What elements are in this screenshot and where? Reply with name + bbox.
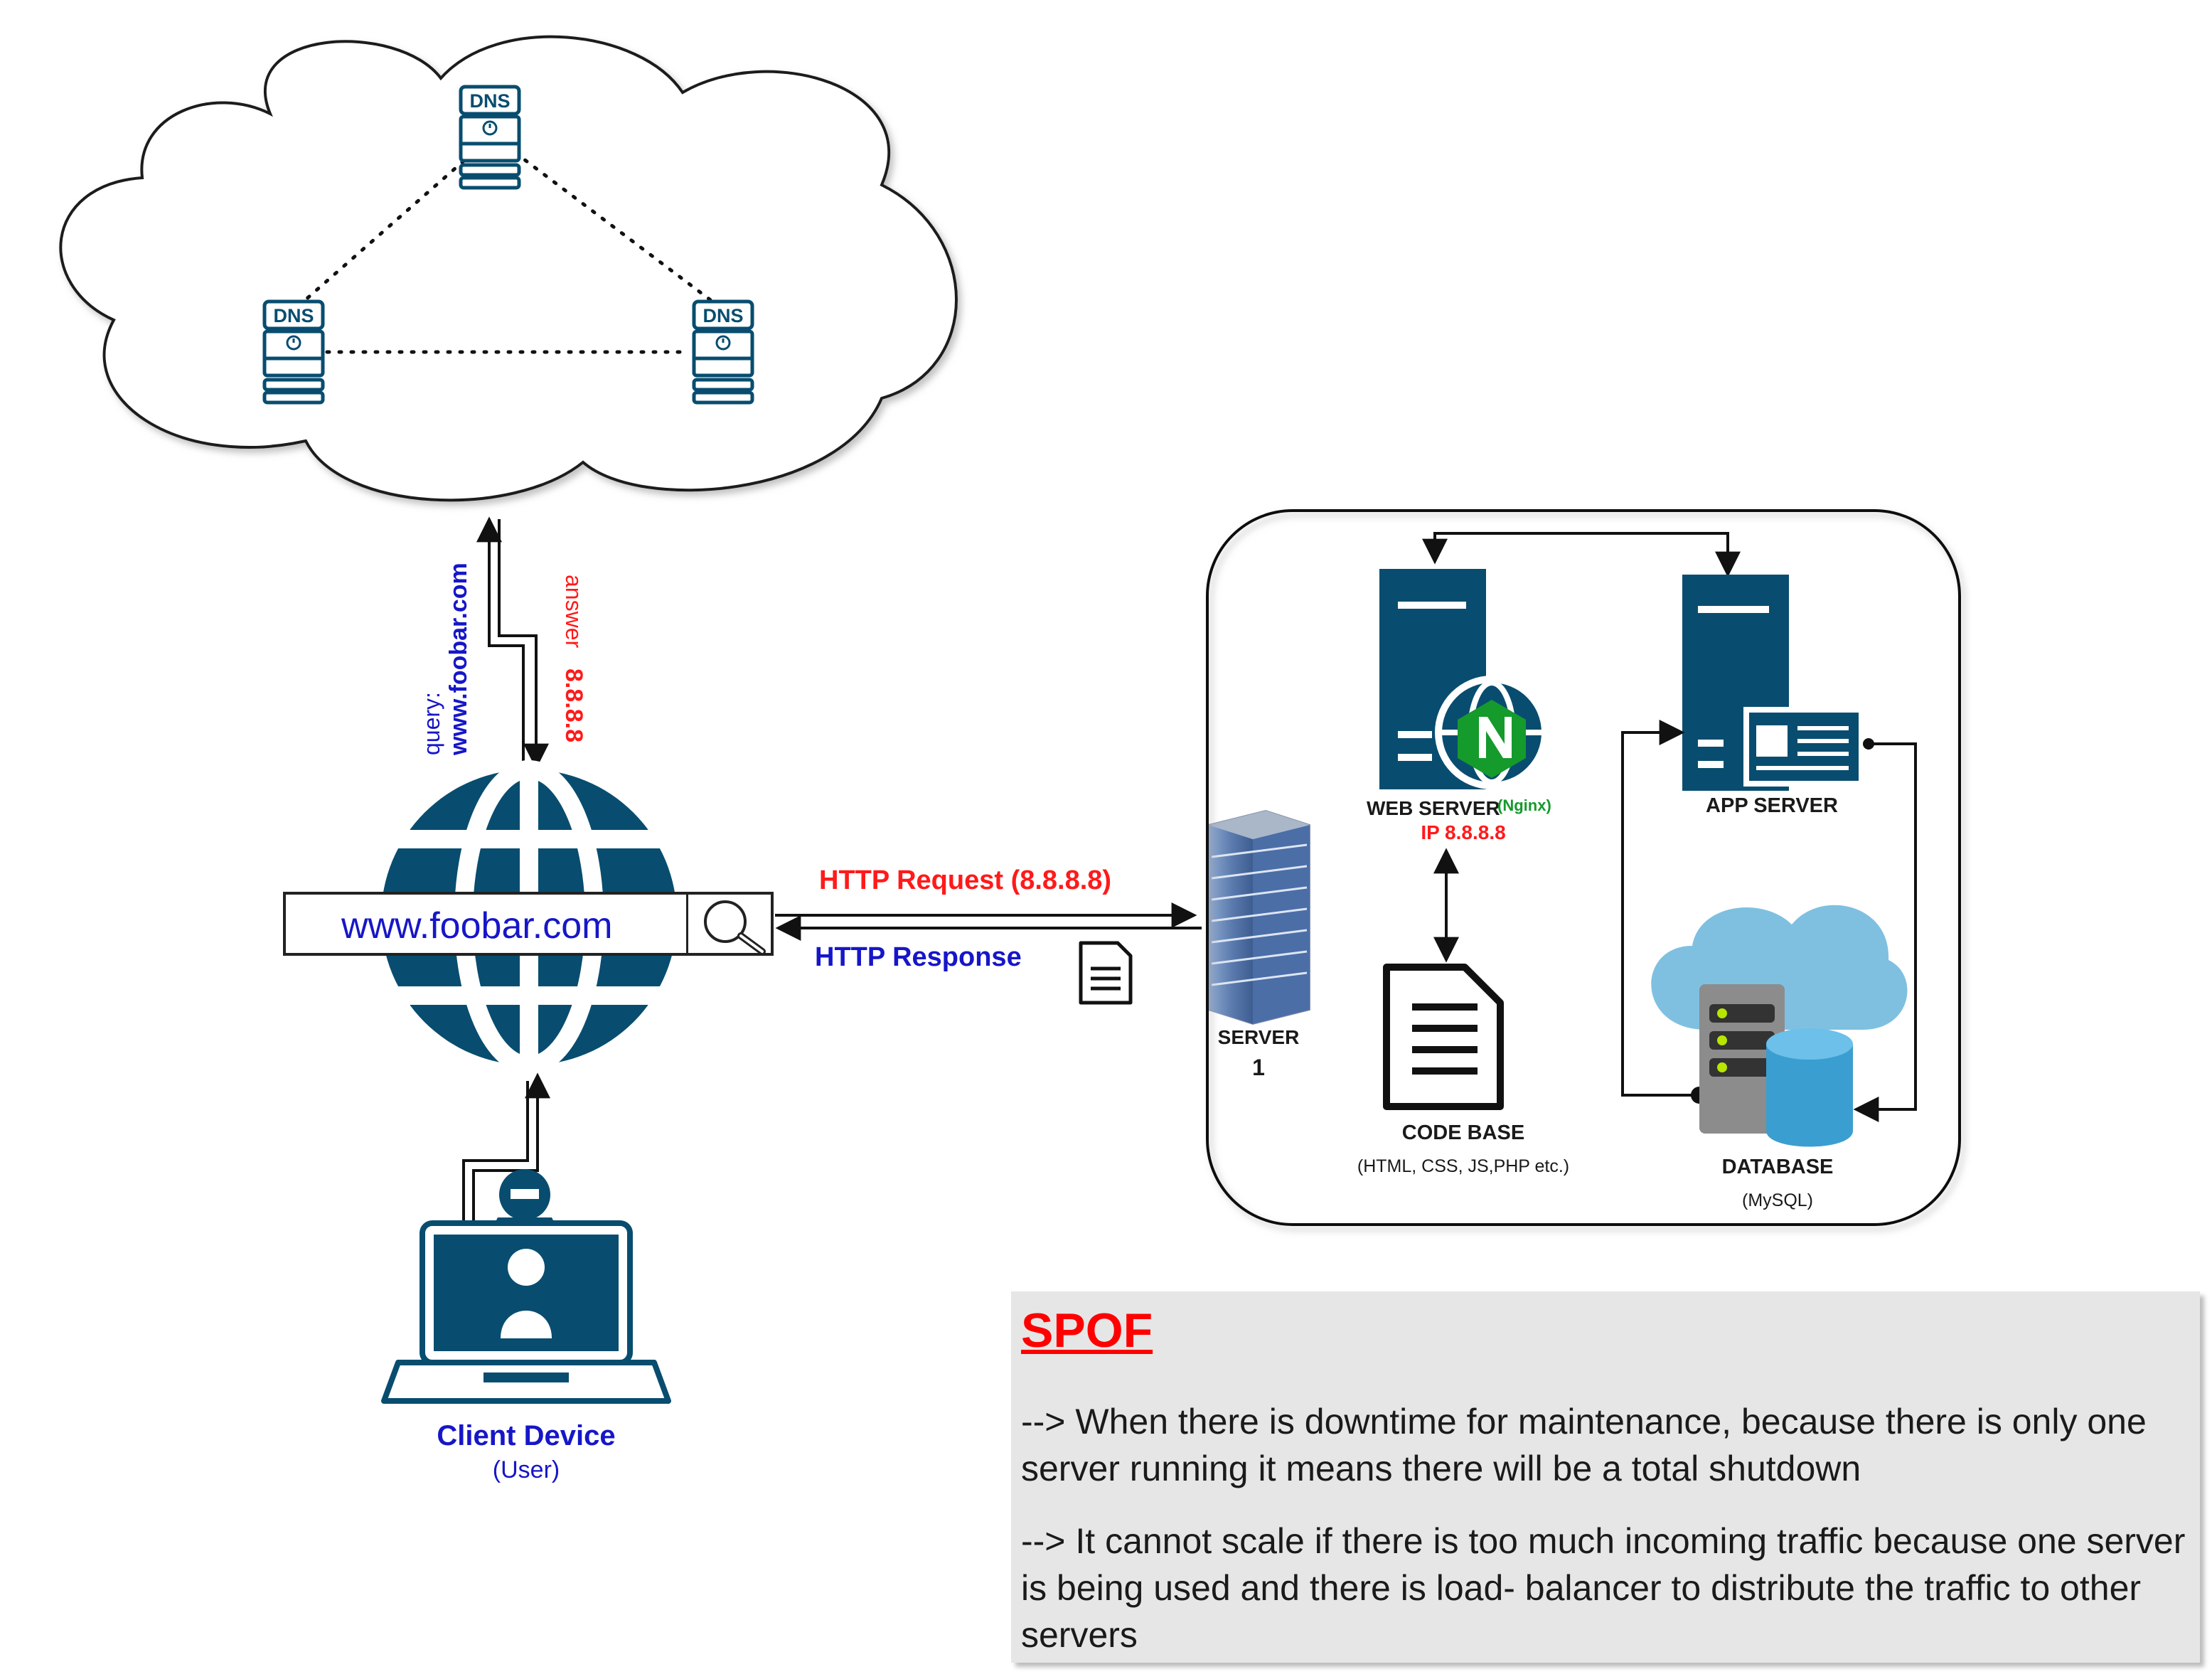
answer-label: answer [561,575,587,649]
web-app-link [1422,532,1741,577]
spof-point-1: --> When there is downtime for maintenan… [1021,1402,2147,1488]
dns-server-icon: DNS [262,299,325,405]
url-text: www.foobar.com [341,905,613,947]
query-label: query: [419,692,444,755]
answer-ip: 8.8.8.8 [560,668,587,742]
database-label: DATABASE [1722,1156,1834,1178]
dns-label: DNS [702,305,743,326]
http-response-label: HTTP Response [815,942,1022,972]
dns-server-icon: DNS [692,299,754,405]
nginx-logo-icon [1435,676,1549,789]
server-label: SERVER [1218,1026,1300,1048]
dns-links [296,151,720,354]
document-icon [1079,941,1133,1005]
app-db-links [1621,720,1917,1122]
server-number: 1 [1252,1055,1265,1080]
database-icon [1651,905,1908,1147]
app-server-icon [1682,575,1864,791]
server-1-container [1206,509,1961,1226]
code-base-icon [1383,964,1504,1110]
connector-dot [1863,738,1874,750]
server-rack-icon [1208,809,1310,1025]
client-sublabel: (User) [493,1456,560,1483]
browser-address-bar[interactable]: www.foobar.com [283,892,774,956]
dns-server-icon: DNS [459,85,521,190]
client-label: Client Device [437,1420,615,1451]
http-request-label: HTTP Request (8.8.8.8) [819,865,1111,895]
web-server-ip: IP 8.8.8.8 [1421,821,1505,843]
web-server-label: WEB SERVER [1367,797,1500,819]
client-device-icon [381,1169,671,1404]
magnifier-icon [704,900,766,955]
code-base-sublabel: (HTML, CSS, JS,PHP etc.) [1357,1156,1569,1176]
dns-query-arrow [476,516,549,769]
query-domain: www.foobar.com [445,563,472,756]
dns-label: DNS [273,305,314,326]
search-button[interactable] [686,895,771,955]
nginx-tag: (Nginx) [1497,796,1551,814]
dns-label: DNS [469,90,510,112]
code-base-label: CODE BASE [1402,1121,1524,1144]
spof-note: SPOF --> When there is downtime for main… [1011,1291,2200,1663]
database-sublabel: (MySQL) [1742,1190,1813,1210]
spof-point-2: --> It cannot scale if there is too much… [1021,1521,2186,1655]
app-server-label: APP SERVER [1706,794,1838,817]
spof-title: SPOF [1021,1304,1153,1358]
http-arrows [775,902,1202,941]
